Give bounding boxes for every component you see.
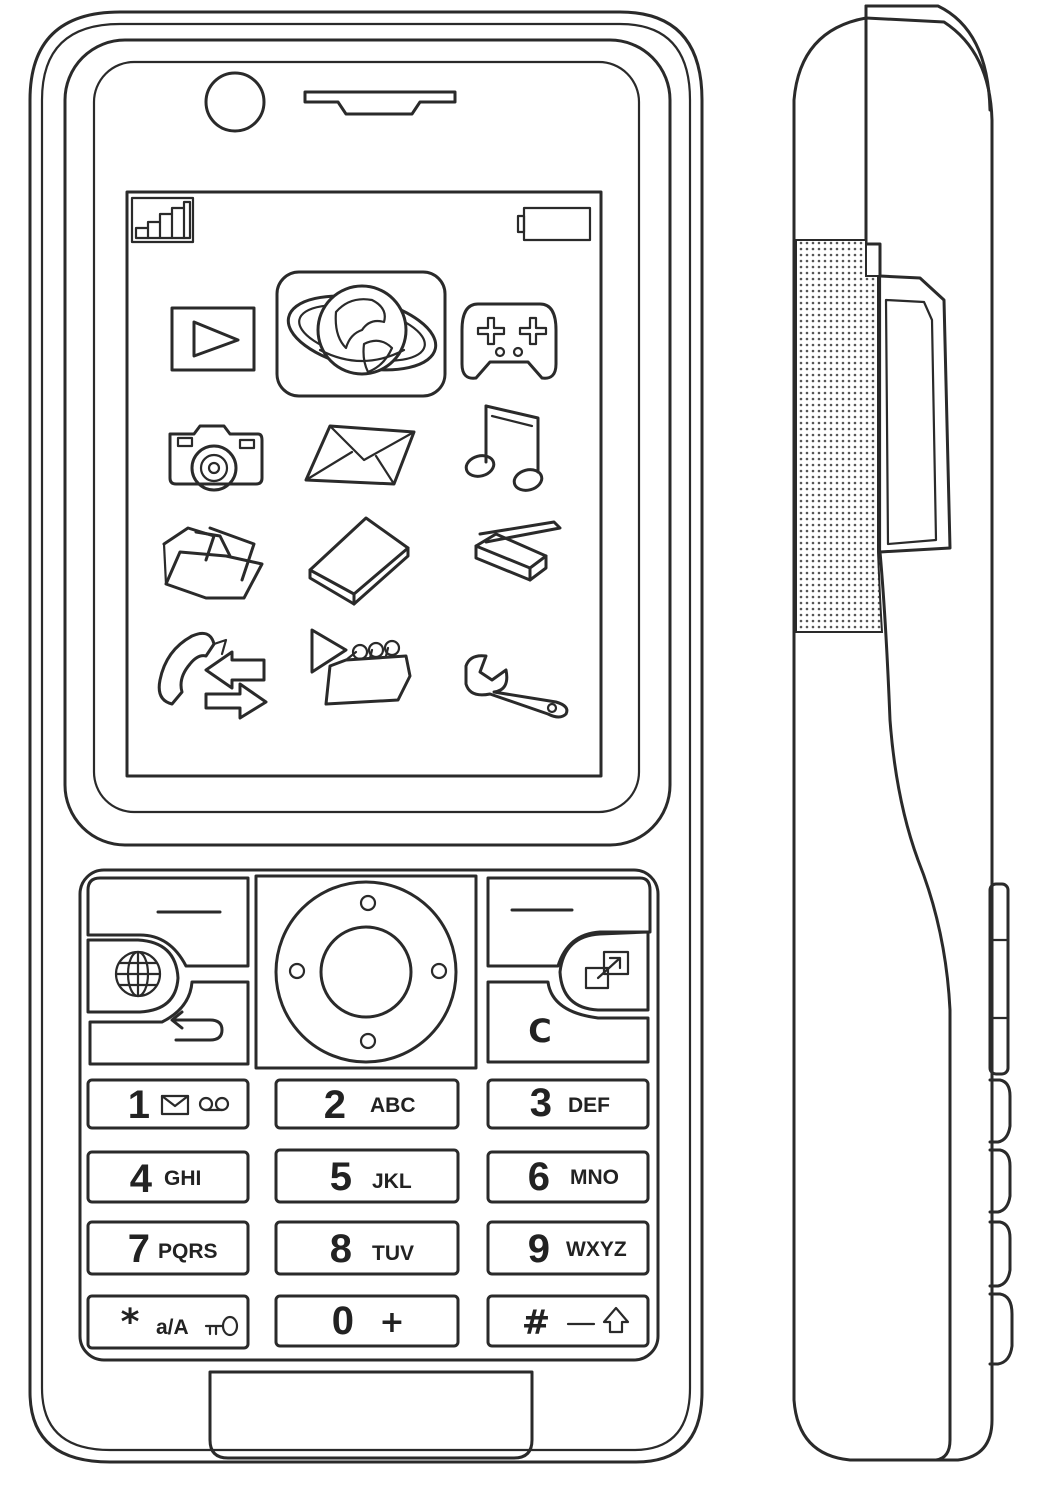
key-5-digit: 5 (330, 1155, 352, 1199)
key-7[interactable]: 7 PQRS (86, 1220, 250, 1276)
key-2[interactable]: 2 ABC (274, 1078, 460, 1130)
key-3-letters: DEF (568, 1094, 610, 1117)
key-hash-digit: # (522, 1303, 551, 1343)
key-6[interactable]: 6 MNO (486, 1150, 650, 1204)
key-9[interactable]: 9 WXYZ (486, 1220, 650, 1276)
multitask-icon (584, 950, 630, 990)
side-speaker-grille (795, 239, 884, 633)
key-2-digit: 2 (324, 1083, 346, 1127)
key-0-digit: 0 (332, 1299, 354, 1343)
nav-left-dot (288, 962, 306, 980)
call-log-icon[interactable] (157, 631, 268, 720)
side-body-outline (792, 16, 994, 1462)
keypad-panel (78, 868, 660, 1362)
display-screen (125, 190, 603, 778)
navigation-ring[interactable] (274, 880, 458, 1064)
key-8[interactable]: 8 TUV (274, 1220, 460, 1276)
screen-bezel-inner (92, 60, 641, 814)
nav-block (254, 874, 478, 1070)
nav-right-dot (430, 962, 448, 980)
organizer-book-icon[interactable] (308, 516, 410, 606)
file-manager-folder-icon[interactable] (162, 526, 264, 600)
bottom-connector-flap (208, 1370, 534, 1460)
phone-body-inner-outline (40, 22, 692, 1452)
phone-front-view: C 1 2 ABC 3 DEF 4 GHI (28, 10, 704, 1464)
clear-key-label: C (528, 1012, 551, 1050)
key-8-digit: 8 (330, 1227, 352, 1271)
games-controller-icon[interactable] (460, 302, 558, 380)
screen-bezel (63, 38, 672, 847)
key-hash[interactable]: # (486, 1294, 650, 1348)
key-8-letters: TUV (372, 1242, 414, 1265)
side-volume-rocker[interactable] (988, 882, 1010, 1076)
multitask-key[interactable] (558, 930, 650, 1012)
back-key[interactable] (88, 980, 250, 1066)
signal-strength-icon (130, 196, 195, 244)
side-slider-window (884, 298, 938, 546)
nav-up-dot (359, 894, 377, 912)
voicemail-message-icon (160, 1094, 230, 1116)
center-select-button[interactable] (319, 925, 413, 1019)
front-camera-icon (204, 71, 266, 133)
messaging-envelope-icon[interactable] (304, 424, 416, 486)
media-player-icon[interactable] (170, 306, 256, 372)
key-0-letters: + (379, 1305, 404, 1340)
back-arrow-icon (170, 1010, 224, 1042)
camera-icon[interactable] (168, 424, 264, 492)
side-button-3[interactable] (988, 1220, 1012, 1288)
key-7-letters: PQRS (158, 1240, 218, 1263)
key-6-letters: MNO (570, 1166, 619, 1189)
menu-selection-highlight (275, 270, 447, 398)
side-button-1[interactable] (988, 1078, 1012, 1144)
side-button-2[interactable] (988, 1148, 1012, 1214)
entertainment-notepad-icon[interactable] (310, 628, 412, 706)
side-slide-edge (864, 4, 952, 1462)
key-9-digit: 9 (528, 1227, 550, 1271)
internet-key[interactable] (86, 938, 180, 1014)
scanner-icon[interactable] (474, 520, 562, 582)
key-9-letters: WXYZ (566, 1238, 627, 1261)
key-7-digit: 7 (128, 1227, 150, 1271)
shift-arrow-icon (566, 1306, 630, 1334)
key-5-letters: JKL (372, 1170, 412, 1193)
key-3[interactable]: 3 DEF (486, 1078, 650, 1130)
key-4-letters: GHI (164, 1167, 201, 1190)
phone-body-outline (28, 10, 704, 1464)
left-soft-key[interactable] (86, 876, 250, 968)
internet-key-globe-icon (114, 950, 162, 998)
key-1[interactable]: 1 (86, 1078, 250, 1130)
settings-wrench-icon[interactable] (464, 654, 569, 719)
earpiece-speaker (303, 90, 457, 116)
clear-key[interactable] (486, 980, 650, 1064)
side-top-cap (864, 4, 992, 112)
key-4-digit: 4 (130, 1157, 153, 1201)
key-star-letters: a/A (156, 1316, 189, 1339)
nav-down-dot (359, 1032, 377, 1050)
key-5[interactable]: 5 JKL (274, 1148, 460, 1204)
key-star[interactable]: * a/A (86, 1294, 250, 1350)
key-6-digit: 6 (528, 1155, 550, 1199)
key-4[interactable]: 4 GHI (86, 1150, 250, 1204)
key-lock-icon (204, 1315, 239, 1337)
music-note-icon[interactable] (464, 404, 544, 493)
key-star-digit: * (121, 1302, 140, 1343)
key-2-letters: ABC (370, 1094, 416, 1117)
battery-icon (516, 206, 592, 242)
side-camera-button[interactable] (988, 1292, 1014, 1366)
key-1-digit: 1 (128, 1083, 150, 1127)
key-3-digit: 3 (530, 1081, 552, 1125)
internet-globe-icon[interactable] (275, 270, 447, 398)
key-0[interactable]: 0 + (274, 1294, 460, 1348)
phone-side-view (792, 4, 1014, 1462)
